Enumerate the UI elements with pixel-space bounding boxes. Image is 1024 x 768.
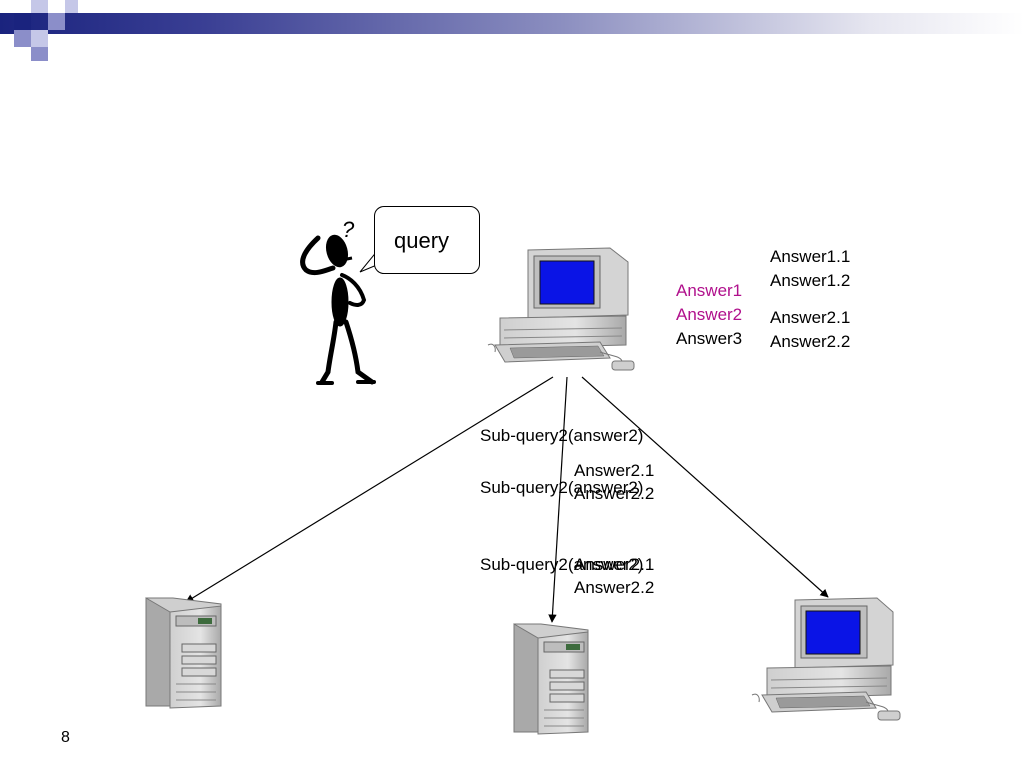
subquery-middle-label: Sub-query2(answer2)	[480, 478, 644, 497]
answer-2-1-label: Answer2.1	[770, 308, 851, 327]
arrow-to-left-server	[185, 376, 554, 603]
decor-square	[14, 30, 31, 47]
subquery-left-label: Sub-query2(answer2)	[480, 426, 644, 445]
answer-1-2-label: Answer1.2	[770, 271, 851, 290]
arrow-to-middle-server	[548, 376, 568, 623]
answer-2-label: Answer2	[676, 305, 743, 324]
subquery-right-label: Sub-query2(answer2)	[480, 555, 644, 574]
answer-1-1-label: Answer1.1	[770, 247, 851, 266]
subquery-left-answer-2: Answer2.2	[574, 484, 655, 503]
answer-1-label: Answer1	[676, 281, 743, 300]
speech-bubble	[374, 206, 480, 274]
answer-2-2-label: Answer2.2	[770, 332, 851, 351]
subquery-left-answer-1: Answer2.1	[574, 461, 655, 480]
middle-server-icon	[513, 623, 589, 735]
header-gradient-bar	[0, 13, 1024, 34]
subquery-right-answer-1: Answer2.1	[574, 555, 655, 574]
answer-3-label: Answer3	[676, 329, 743, 348]
subquery-right-answer-2: Answer2.2	[574, 578, 655, 597]
left-server-icon	[145, 597, 222, 709]
page-number: 8	[61, 729, 70, 746]
query-label: query	[394, 228, 450, 253]
decor-square	[31, 0, 48, 13]
question-mark: ?	[342, 217, 355, 242]
remote-computer-icon	[751, 597, 901, 721]
thinking-person-figure	[300, 234, 376, 385]
decor-square	[65, 0, 78, 13]
client-computer-icon	[487, 247, 635, 371]
decor-square	[48, 13, 65, 30]
arrow-to-right-computer	[581, 376, 829, 598]
decor-square	[31, 47, 48, 61]
decor-square	[31, 30, 48, 47]
decor-square	[14, 13, 31, 30]
